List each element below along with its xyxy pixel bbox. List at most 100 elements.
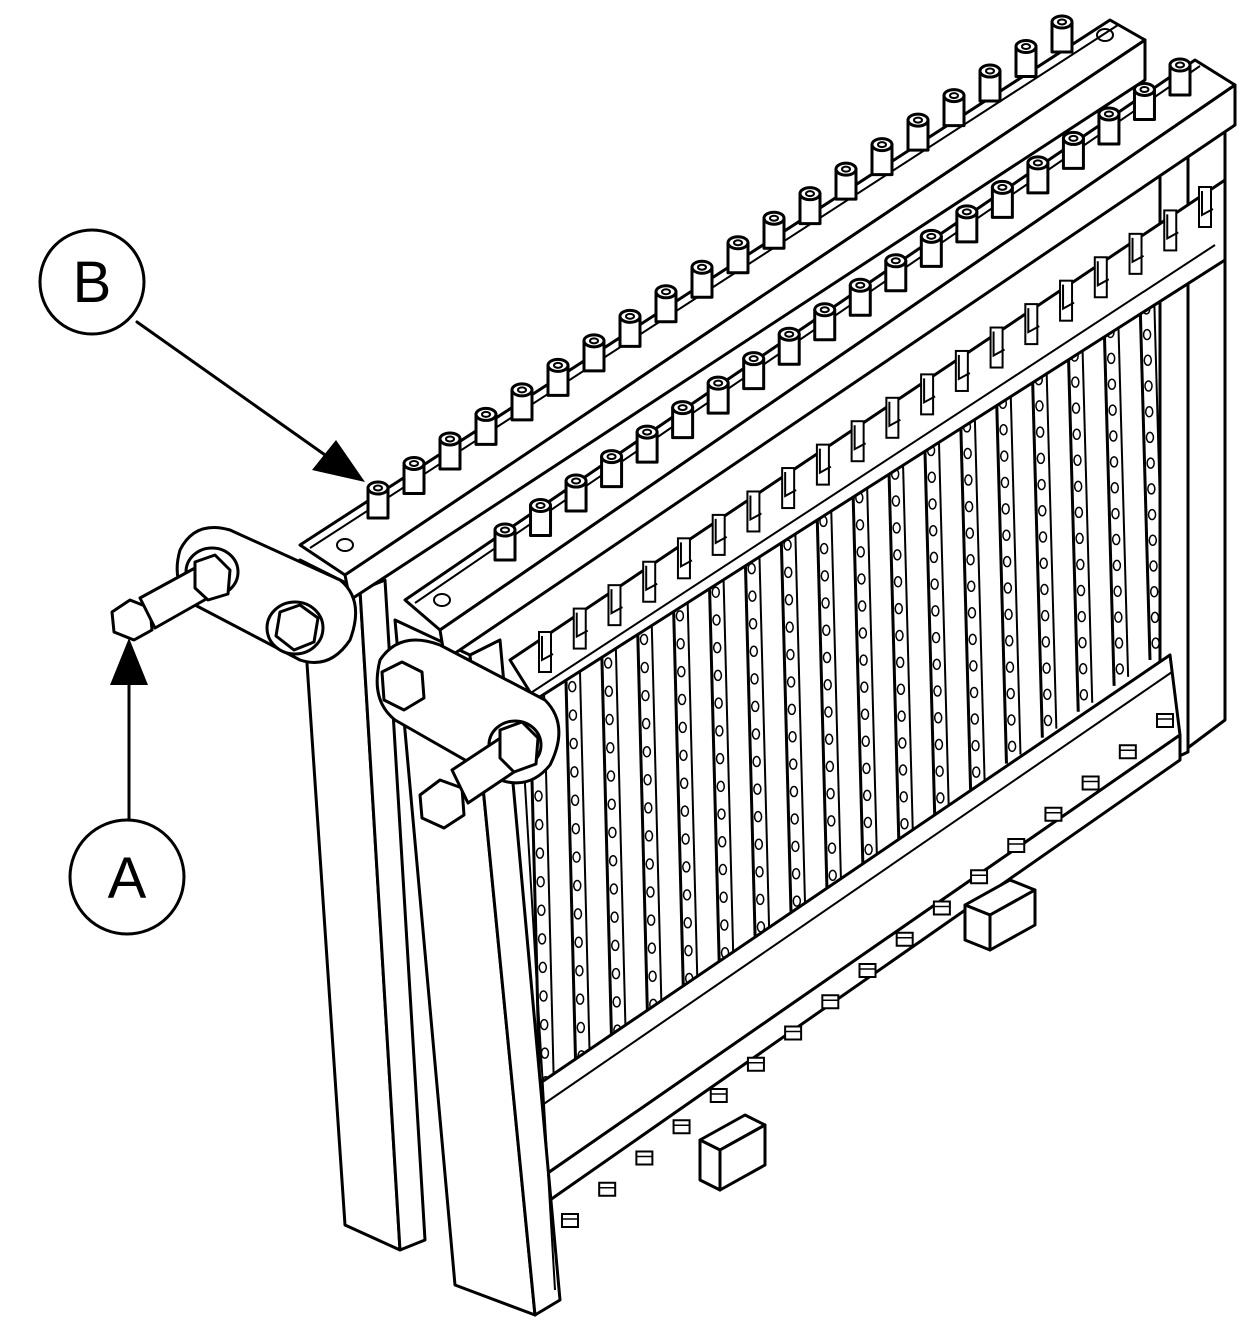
nub-10 — [895, 931, 914, 947]
foot-block-left — [698, 1113, 767, 1192]
pin-top-11 — [726, 235, 750, 275]
pin-front-20 — [1168, 57, 1192, 97]
hook-9 — [815, 443, 832, 486]
hook-10 — [850, 420, 867, 463]
callout-a-label: A — [108, 846, 147, 911]
pin-top-18 — [978, 63, 1002, 103]
hook-13 — [954, 349, 971, 392]
pin-top-15 — [870, 137, 894, 177]
pin-front-19 — [1132, 81, 1156, 121]
hook-14 — [989, 326, 1006, 369]
pin-top-20 — [1050, 14, 1074, 54]
hook-17 — [1093, 256, 1110, 299]
pin-front-17 — [1061, 130, 1085, 170]
hook-8 — [781, 467, 797, 510]
wire-17 — [1102, 314, 1130, 686]
wire-13 — [959, 408, 986, 790]
nub-5 — [709, 1088, 728, 1103]
nub-8 — [821, 994, 840, 1010]
hook-4 — [642, 560, 658, 603]
hook-19 — [1163, 209, 1179, 252]
nub-14 — [1044, 806, 1063, 822]
pin-top-17 — [942, 88, 966, 128]
pin-front-11 — [848, 277, 872, 317]
hook-12 — [920, 373, 936, 416]
wire-14 — [994, 385, 1022, 764]
wire-11 — [887, 455, 914, 842]
wire-2 — [564, 667, 591, 1075]
clip-hooks — [538, 186, 1214, 673]
hook-1 — [538, 631, 554, 673]
wire-8 — [779, 526, 807, 919]
nub-13 — [1007, 838, 1026, 853]
pin-front-15 — [990, 179, 1014, 219]
pin-front-13 — [919, 228, 943, 268]
callout-a: A — [68, 638, 186, 936]
pin-front-6 — [671, 400, 695, 440]
wire-15 — [1030, 361, 1058, 738]
wire-4 — [636, 620, 663, 1023]
nub-11 — [932, 900, 951, 916]
pin-top-9 — [654, 284, 678, 324]
nub-2 — [598, 1181, 617, 1197]
hook-7 — [746, 490, 762, 533]
pin-top-6 — [546, 357, 570, 397]
wire-16 — [1066, 338, 1094, 712]
pin-front-10 — [813, 302, 837, 342]
pin-front-12 — [884, 253, 908, 293]
pin-front-9 — [777, 326, 801, 366]
wire-3 — [600, 643, 627, 1049]
pin-top-10 — [690, 259, 714, 299]
callout-a-arrowhead — [110, 638, 148, 685]
pin-top-4 — [474, 406, 498, 446]
hook-5 — [676, 537, 693, 580]
pin-top-13 — [798, 186, 822, 226]
wire-6 — [707, 573, 735, 971]
pin-front-7 — [706, 375, 730, 415]
foot-block-right — [963, 878, 1037, 952]
pin-front-18 — [1097, 106, 1121, 146]
bolt-front — [418, 720, 540, 830]
nub-7 — [784, 1025, 803, 1041]
nub-16 — [1118, 744, 1137, 760]
nub-9 — [858, 963, 877, 978]
wire-9 — [815, 502, 843, 893]
nub-15 — [1081, 775, 1100, 791]
pin-top-14 — [834, 161, 858, 201]
front-rail-pins — [493, 57, 1192, 562]
pin-front-2 — [529, 498, 553, 538]
bolt-a — [110, 553, 232, 642]
bottom-nubs — [561, 713, 1174, 1228]
pin-top-8 — [618, 308, 642, 348]
hook-20 — [1198, 186, 1214, 228]
pin-front-16 — [1026, 155, 1050, 195]
nub-4 — [672, 1119, 691, 1135]
pin-front-8 — [742, 351, 766, 391]
pin-top-1 — [366, 480, 390, 520]
pin-top-2 — [402, 455, 426, 495]
hook-6 — [711, 513, 728, 556]
hook-3 — [607, 584, 623, 627]
hook-16 — [1059, 279, 1075, 322]
pin-front-1 — [493, 522, 517, 562]
nub-17 — [1156, 713, 1174, 728]
nub-12 — [970, 869, 989, 885]
callout-b-arrowhead — [312, 440, 365, 482]
pin-front-14 — [955, 204, 979, 244]
pin-front-5 — [635, 424, 659, 464]
nub-3 — [635, 1150, 654, 1166]
wire-5 — [672, 596, 699, 997]
hook-15 — [1024, 303, 1040, 346]
pin-front-3 — [564, 473, 588, 513]
wire-10 — [851, 479, 878, 868]
pin-top-12 — [762, 210, 786, 250]
pin-top-7 — [582, 333, 606, 373]
nub-6 — [746, 1056, 765, 1072]
nub-1 — [561, 1213, 579, 1228]
pin-top-16 — [906, 112, 930, 152]
pin-top-3 — [438, 431, 462, 471]
frame-bottom-rail — [528, 653, 1182, 1202]
top-rail-pins — [366, 14, 1074, 520]
wire-grid — [528, 290, 1165, 1101]
